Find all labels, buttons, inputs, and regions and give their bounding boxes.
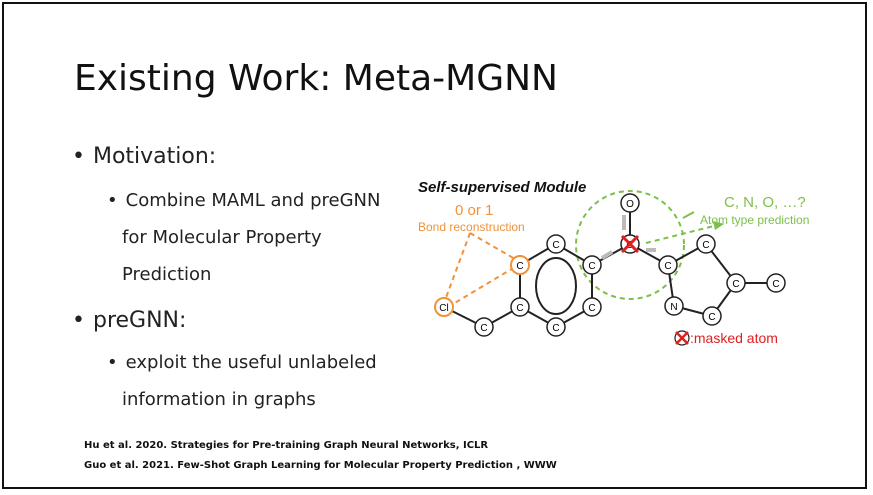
atom-node bbox=[664, 296, 684, 316]
atom-node bbox=[702, 306, 722, 326]
atom-label: C bbox=[588, 261, 595, 272]
atom-node bbox=[658, 255, 678, 275]
atom-node bbox=[434, 297, 454, 317]
atom-node bbox=[766, 273, 786, 293]
atom-label: C bbox=[708, 312, 715, 323]
atom-node bbox=[726, 273, 746, 293]
molecule-atoms: Cl C C C C C C C O C C C C C C N bbox=[434, 193, 786, 337]
bond-value-label: 0 or 1 bbox=[455, 202, 493, 219]
atom-node bbox=[474, 317, 494, 337]
aromatic-ring bbox=[535, 257, 577, 315]
atom-type-label: Atom type prediction bbox=[700, 213, 809, 227]
bullet-motivation: • Motivation: bbox=[72, 144, 216, 169]
atom-label: N bbox=[670, 302, 677, 313]
bullet-dot: • bbox=[72, 144, 85, 169]
sub-bullet-line: Combine MAML and preGNN bbox=[125, 190, 381, 211]
bullet-label: Motivation: bbox=[92, 144, 217, 169]
masked-region-circle bbox=[575, 190, 685, 300]
sub-bullet-pregnn: • exploit the useful unlabeled informatio… bbox=[107, 344, 377, 418]
atom-node bbox=[510, 255, 530, 275]
bond-dashed-link bbox=[447, 263, 521, 308]
atom-node bbox=[582, 297, 602, 317]
atom-label: C bbox=[702, 240, 709, 251]
sub-bullet-motivation: • Combine MAML and preGNN for Molecular P… bbox=[107, 182, 380, 293]
reference-1: Hu et al. 2020. Strategies for Pre-train… bbox=[84, 440, 489, 451]
atom-label: C bbox=[516, 261, 523, 272]
atom-label: C bbox=[480, 323, 487, 334]
atom-label: C bbox=[664, 261, 671, 272]
atom-node bbox=[546, 234, 566, 254]
bullet-dot: • bbox=[72, 308, 85, 333]
atom-node bbox=[696, 234, 716, 254]
slide: Existing Work: Meta-MGNN • Motivation: • C… bbox=[2, 2, 867, 489]
bullet-pregnn: • preGNN: bbox=[72, 308, 186, 333]
atom-node bbox=[546, 317, 566, 337]
grey-arrow-3 bbox=[600, 250, 614, 260]
reference-2: Guo et al. 2021. Few-Shot Graph Learning… bbox=[84, 460, 557, 471]
atom-label: C bbox=[772, 279, 779, 290]
atom-label: C bbox=[552, 240, 559, 251]
atom-label: C bbox=[732, 279, 739, 290]
atom-label: C bbox=[516, 303, 523, 314]
figure-title: Self-supervised Module bbox=[418, 179, 586, 196]
mask-cross bbox=[620, 234, 640, 254]
legend-label: :masked atom bbox=[690, 330, 778, 346]
atom-value-label: C, N, O, …? bbox=[724, 194, 806, 211]
sub-bullet-line: information in graphs bbox=[122, 389, 316, 410]
legend-cross-icon bbox=[675, 331, 689, 345]
atom-prediction-arrowhead bbox=[713, 221, 724, 230]
masked-atom-legend: :masked atom bbox=[674, 330, 778, 346]
sub-bullet-line: exploit the useful unlabeled bbox=[125, 352, 377, 373]
sub-bullet-line: Prediction bbox=[122, 264, 212, 285]
atom-node bbox=[582, 255, 602, 275]
atom-prediction-arrow bbox=[645, 224, 719, 244]
bond-arrow-1 bbox=[443, 232, 471, 304]
bond-reconstruction-label: Bond reconstruction bbox=[418, 220, 525, 234]
bond-arrow-2 bbox=[469, 232, 523, 264]
bullet-dot: • bbox=[107, 352, 118, 373]
atom-label: O bbox=[626, 199, 634, 210]
atom-node bbox=[620, 193, 640, 213]
arrow-tick bbox=[682, 211, 695, 219]
atom-label: C bbox=[552, 323, 559, 334]
atom-label: C bbox=[588, 303, 595, 314]
atom-node bbox=[510, 297, 530, 317]
sub-bullet-line: for Molecular Property bbox=[122, 227, 322, 248]
atom-label: Cl bbox=[439, 303, 448, 314]
slide-title: Existing Work: Meta-MGNN bbox=[74, 58, 558, 99]
bullet-label: preGNN: bbox=[92, 308, 187, 333]
bullet-dot: • bbox=[107, 190, 118, 211]
